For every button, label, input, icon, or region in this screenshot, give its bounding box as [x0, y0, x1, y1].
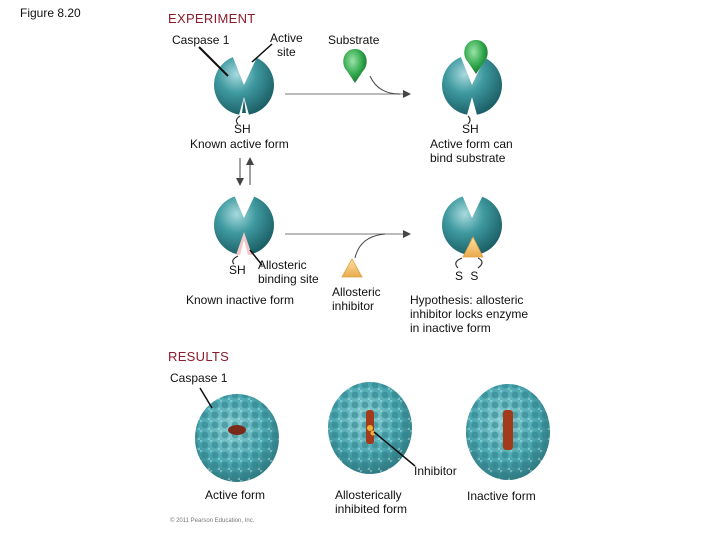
experiment-heading: EXPERIMENT: [168, 11, 256, 26]
protein-inactive-form: [466, 384, 550, 480]
allosteric-inhibitor-label: Allosteric inhibitor: [332, 285, 381, 313]
enzyme-inactive-bottom-left: [214, 195, 274, 255]
allosteric-inhibitor-shape: [341, 258, 363, 278]
sh-bottom-left: SH: [229, 263, 246, 277]
sh-top-right-tether: [467, 115, 471, 125]
active-can-bind-line2: bind substrate: [430, 151, 506, 165]
allosteric-site-line1: Allosteric: [258, 258, 307, 272]
allosteric-form-line2: inhibited form: [335, 502, 408, 516]
bound-substrate: [464, 40, 488, 74]
active-form-label: Active form: [205, 488, 266, 502]
sh-bottom-left-tether: [232, 255, 239, 265]
allosteric-form-label: Allosterically inhibited form: [335, 488, 407, 516]
allosteric-inhibitor-line1: Allosteric: [332, 285, 381, 299]
inhibitor-arrow-curve: [354, 233, 386, 259]
active-site-line1: Active: [270, 31, 303, 45]
active-site-line2: site: [277, 45, 296, 59]
results-heading: RESULTS: [168, 349, 230, 364]
enzyme-inhibited-bottom-right: [442, 195, 502, 258]
known-active-form-label: Known active form: [190, 137, 289, 151]
ss-bond-tether: [455, 257, 483, 269]
sh-top-left: SH: [234, 122, 251, 136]
inhibitor-pointer: [373, 431, 416, 467]
results-caspase-label: Caspase 1: [170, 371, 228, 385]
protein-allosteric-form: [328, 382, 412, 474]
active-can-bind-line1: Active form can: [430, 137, 513, 151]
caspase-label: Caspase 1: [172, 33, 230, 47]
ss-label: S S: [455, 269, 481, 283]
allosteric-site-pointer: [249, 249, 263, 266]
figure-label: Figure 8.20: [20, 6, 81, 20]
substrate-arrow-curve: [369, 75, 401, 95]
inhibitor-label: Inhibitor: [414, 464, 457, 478]
hypothesis-line1: Hypothesis: allosteric: [410, 293, 524, 307]
allosteric-site-label: Allosteric binding site: [258, 258, 319, 286]
substrate-label: Substrate: [328, 33, 380, 47]
sh-top-left-tether: [235, 115, 241, 125]
active-can-bind-label: Active form can bind substrate: [430, 137, 513, 165]
results-caspase-pointer: [199, 387, 213, 409]
hypothesis-line3: in inactive form: [410, 321, 491, 335]
substrate-shape: [343, 49, 367, 83]
hypothesis-line2: inhibitor locks enzyme: [410, 307, 529, 321]
enzyme-active-top-left: [214, 55, 274, 115]
hypothesis-label: Hypothesis: allosteric inhibitor locks e…: [410, 293, 528, 335]
active-site-pointer: [251, 43, 273, 63]
copyright: © 2011 Pearson Education, Inc.: [170, 518, 255, 524]
allosteric-form-line1: Allosterically: [335, 488, 402, 502]
inactive-form-label: Inactive form: [467, 489, 536, 503]
known-inactive-form-label: Known inactive form: [186, 293, 295, 307]
sh-top-right: SH: [462, 122, 479, 136]
active-site-label: Active site: [270, 31, 303, 59]
allosteric-inhibitor-line2: inhibitor: [332, 299, 375, 313]
caspase-pointer: [198, 46, 229, 77]
allosteric-site-line2: binding site: [258, 272, 319, 286]
protein-active-form: [195, 394, 279, 482]
